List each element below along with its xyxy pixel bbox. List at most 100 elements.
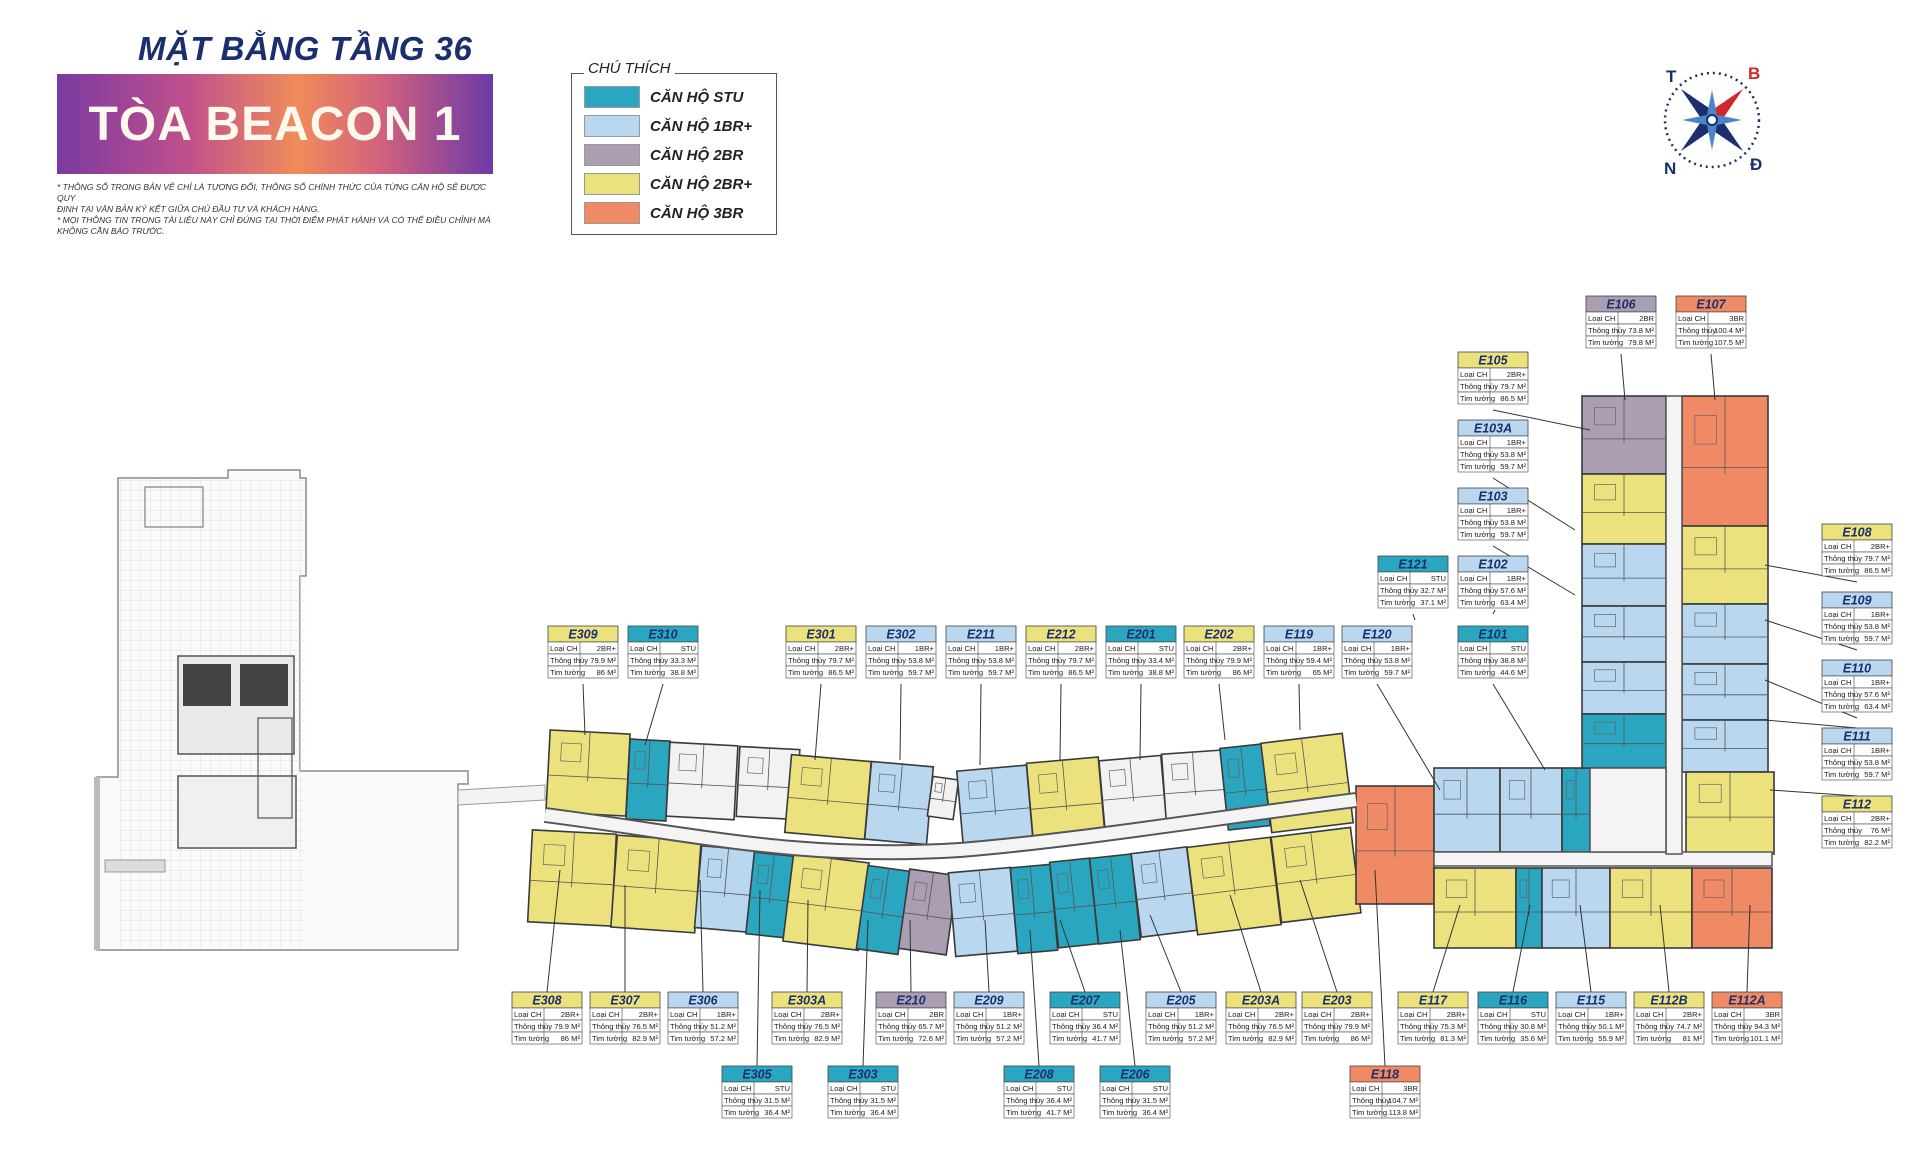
info-row-label: Tim tường: [1108, 668, 1143, 677]
leader-line: [1299, 879, 1338, 993]
legend-title: CHÚ THÍCH: [584, 60, 675, 77]
apartment-unit: [1581, 661, 1667, 715]
unit-code: E205: [1166, 994, 1196, 1008]
info-row: [875, 1031, 947, 1045]
info-row-label: Thông thủy: [948, 656, 986, 665]
apartment-unit: [526, 829, 618, 927]
info-row-value: 76.5 M²: [1268, 1022, 1294, 1031]
leader-line: [1659, 904, 1670, 993]
compass-needle: [1680, 120, 1712, 152]
info-row-value: STU: [1057, 1084, 1072, 1093]
info-row-label: Loại CH: [1824, 678, 1851, 687]
info-row-label: Loại CH: [1344, 644, 1371, 653]
info-row-label: Thông thủy: [670, 1022, 708, 1031]
furniture: [627, 849, 651, 872]
info-row-value: 79.7 M²: [1864, 554, 1890, 563]
furniture: [800, 766, 823, 787]
unit-code: E108: [1842, 526, 1871, 540]
legend-swatch: [584, 173, 640, 195]
apartment-unit: [1581, 543, 1667, 607]
info-row: [1457, 595, 1529, 609]
info-row-value: 32.7 M²: [1420, 586, 1446, 595]
info-row-label: Thông thủy: [1460, 656, 1498, 665]
unit-walls: [697, 848, 752, 898]
info-row-label: Loại CH: [1460, 370, 1487, 379]
compass-ring: [1663, 71, 1761, 169]
compass-label-b: B: [1748, 64, 1760, 83]
info-row-value: 2BR+: [1075, 644, 1095, 653]
page-title: MẶT BẰNG TẦNG 36: [138, 30, 473, 67]
unit-walls: [1582, 662, 1666, 694]
info-row-value: 81 M²: [1683, 1034, 1703, 1043]
furniture: [706, 858, 723, 879]
info-row-value: 73.8 M²: [1628, 326, 1654, 335]
furniture: [800, 867, 823, 891]
unit-walls: [1682, 664, 1768, 698]
info-row-value: 55.9 M²: [1598, 1034, 1624, 1043]
info-row-label: Loại CH: [774, 1010, 801, 1019]
apartment-unit: [1681, 525, 1769, 605]
info-row-value: 76.5 M²: [814, 1022, 840, 1031]
leader-line: [1492, 609, 1496, 615]
furniture: [542, 843, 566, 866]
info-row-label: Loại CH: [1148, 1010, 1175, 1019]
note-line: * THÔNG SỐ TRONG BẢN VẼ CHỈ LÀ TƯƠNG ĐỐI…: [57, 182, 487, 203]
info-row-value: 79.7 M²: [828, 656, 854, 665]
info-row: [1585, 335, 1657, 349]
furniture: [1096, 869, 1111, 890]
unit-walls: [787, 858, 864, 912]
legend-label: CĂN HỘ 2BR+: [650, 175, 753, 193]
info-row-value: STU: [1103, 1010, 1118, 1019]
info-row: [1675, 335, 1747, 349]
info-row-label: Tim tường: [956, 1034, 991, 1043]
info-row-value: 79.8 M²: [1628, 338, 1654, 347]
unit-code: E103A: [1474, 422, 1512, 436]
unit-walls: [1610, 868, 1692, 916]
apartment-unit: [926, 775, 960, 821]
legend-swatch: [584, 86, 640, 108]
unit-walls: [1030, 760, 1103, 811]
unit-walls: [1356, 786, 1434, 857]
info-row-value: 107.5 M²: [1714, 338, 1744, 347]
info-row-value: 86.5 M²: [1068, 668, 1094, 677]
unit-code: E119: [1285, 628, 1313, 642]
info-row-value: 1BR+: [1313, 644, 1333, 653]
info-row: [771, 1031, 843, 1045]
info-row-value: 31.5 M²: [764, 1096, 790, 1105]
info-row-label: Loại CH: [1824, 746, 1851, 755]
info-row: [1457, 527, 1529, 541]
info-row-value: 76 M²: [1871, 826, 1891, 835]
leader-line: [1059, 919, 1086, 993]
info-row: [1003, 1105, 1075, 1119]
info-row-value: 2BR+: [1275, 1010, 1295, 1019]
info-row: [1477, 1031, 1549, 1045]
leader-line: [1764, 619, 1858, 651]
apartment-unit: [1581, 713, 1667, 769]
info-row-label: Loại CH: [514, 1010, 541, 1019]
apartment-unit: [1433, 767, 1501, 853]
info-row-value: 53.8 M²: [1384, 656, 1410, 665]
info-row-label: Tim tường: [1824, 634, 1859, 643]
unit-code: E112: [1843, 798, 1871, 812]
info-row-value: STU: [1159, 644, 1174, 653]
info-row-label: Thông thủy: [1028, 656, 1066, 665]
unit-code: E111: [1843, 730, 1870, 744]
info-row-label: Loại CH: [550, 644, 577, 653]
unit-code: E303A: [788, 994, 826, 1008]
info-row-label: Loại CH: [1352, 1084, 1379, 1093]
info-row-value: 3BR: [1729, 314, 1744, 323]
unit-walls: [1582, 474, 1666, 516]
unit-walls: [1582, 606, 1666, 640]
info-row: [1397, 1031, 1469, 1045]
